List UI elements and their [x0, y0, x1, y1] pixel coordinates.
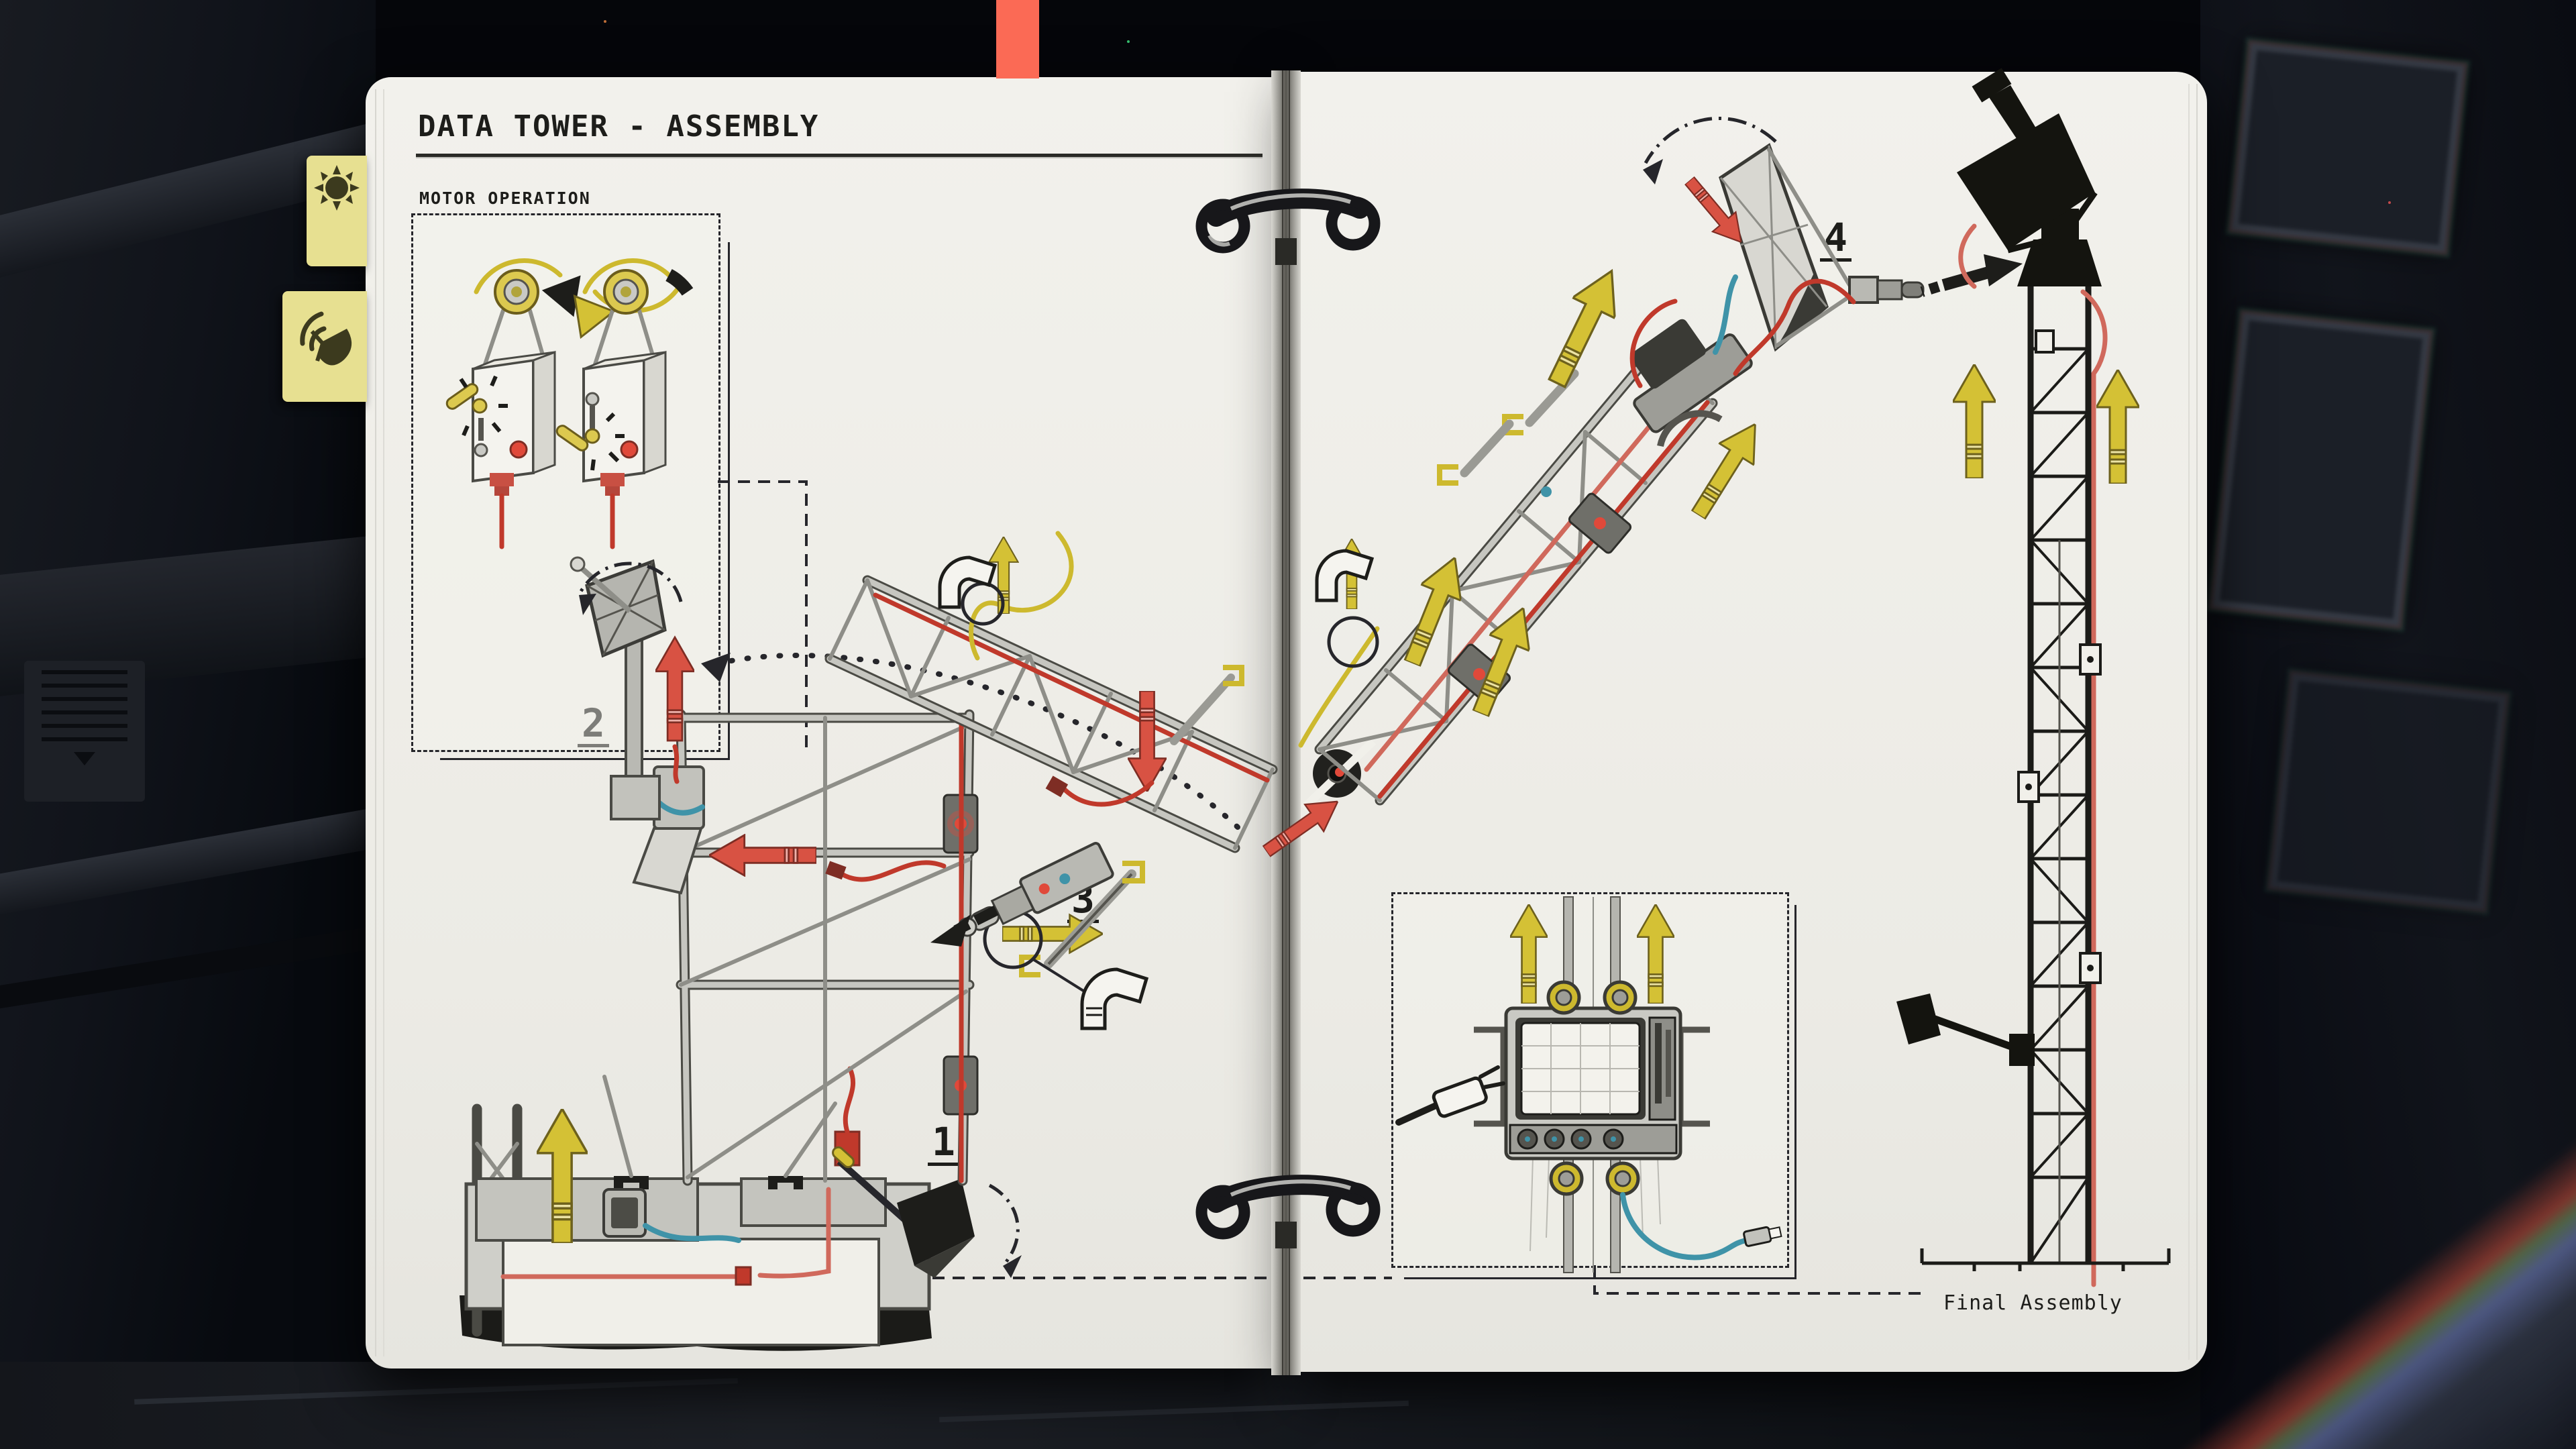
page-title: DATA TOWER - ASSEMBLY: [418, 109, 820, 144]
red-bookmark[interactable]: [996, 0, 1039, 78]
dish-assembly-step4: [1629, 116, 2023, 447]
elbow-connector-icon: [938, 555, 998, 609]
dish-antenna-step1: [832, 1146, 975, 1278]
manual-binder: DATA TOWER - ASSEMBLY MOTOR OPERATION 1 …: [282, 0, 2207, 1375]
detail-magnifier-circle: [1327, 616, 1379, 668]
robot-arm-icon: [1395, 1065, 1505, 1126]
satellite-dish-icon: [300, 311, 352, 366]
motor-diagram-left: [445, 258, 581, 549]
truss-pivot-hinge: [1256, 626, 1380, 866]
black-arrow-out: [930, 914, 971, 947]
sidebar-tab-satellite[interactable]: [282, 291, 367, 402]
motor-switch-up-icon: [445, 375, 508, 458]
step3-connector-diagram: [930, 842, 1114, 947]
step-2-label: 2: [578, 704, 609, 747]
monitor-knobs: [1517, 1128, 1624, 1150]
yellow-arrow-truss-3: [1534, 259, 1634, 395]
red-up-arrow-mast: [655, 636, 694, 742]
triangle-marking: [74, 752, 95, 765]
binder-ring-bottom[interactable]: [1195, 1175, 1381, 1248]
rail-rollers: [1546, 980, 1640, 1196]
yellow-up-arrow-final-right: [2096, 370, 2139, 484]
yellow-up-arrow-final-left: [1953, 364, 1996, 478]
tower-side-antenna: [1896, 994, 2035, 1066]
title-rule: [416, 154, 1263, 157]
speaker-grille: [24, 661, 145, 802]
sun-icon: [314, 165, 360, 211]
left-truss-arm: [824, 531, 1278, 853]
black-arrow-right: [1984, 254, 2023, 286]
elbow-connector-icon: [1080, 967, 1149, 1030]
elbow-connector-icon: [1315, 549, 1375, 602]
motor-operation-label: MOTOR OPERATION: [419, 189, 591, 208]
motor-switch-down-icon: [555, 392, 625, 471]
dish-antenna-step2: [570, 556, 667, 658]
base-module-diagram: [460, 1066, 1022, 1351]
tower-top-dish-silhouette: [1957, 68, 2098, 254]
binder-ring-top[interactable]: [1195, 189, 1381, 265]
ground-line: [1920, 1248, 2171, 1271]
right-truss-arm: [1314, 259, 1773, 806]
red-arrow-up-right: [1256, 787, 1348, 866]
monitor-install-diagram: [1395, 896, 1782, 1273]
binder-gutter: [1271, 70, 1301, 1375]
sidebar-tab-sun[interactable]: [307, 156, 367, 266]
yellow-up-arrow-inset-right: [1637, 904, 1674, 1004]
left-tower-diagram: [570, 556, 1240, 1186]
final-assembly-label: Final Assembly: [1943, 1291, 2123, 1315]
yellow-up-arrow-inset-left: [1510, 904, 1548, 1004]
assembly-diagram: [445, 68, 2171, 1351]
dotted-arrowhead: [701, 653, 731, 682]
motor-diagram-right: [555, 258, 694, 549]
red-left-arrow: [709, 834, 816, 877]
final-assembly-tower: [1896, 68, 2171, 1287]
step-1-label: 1: [928, 1122, 959, 1166]
